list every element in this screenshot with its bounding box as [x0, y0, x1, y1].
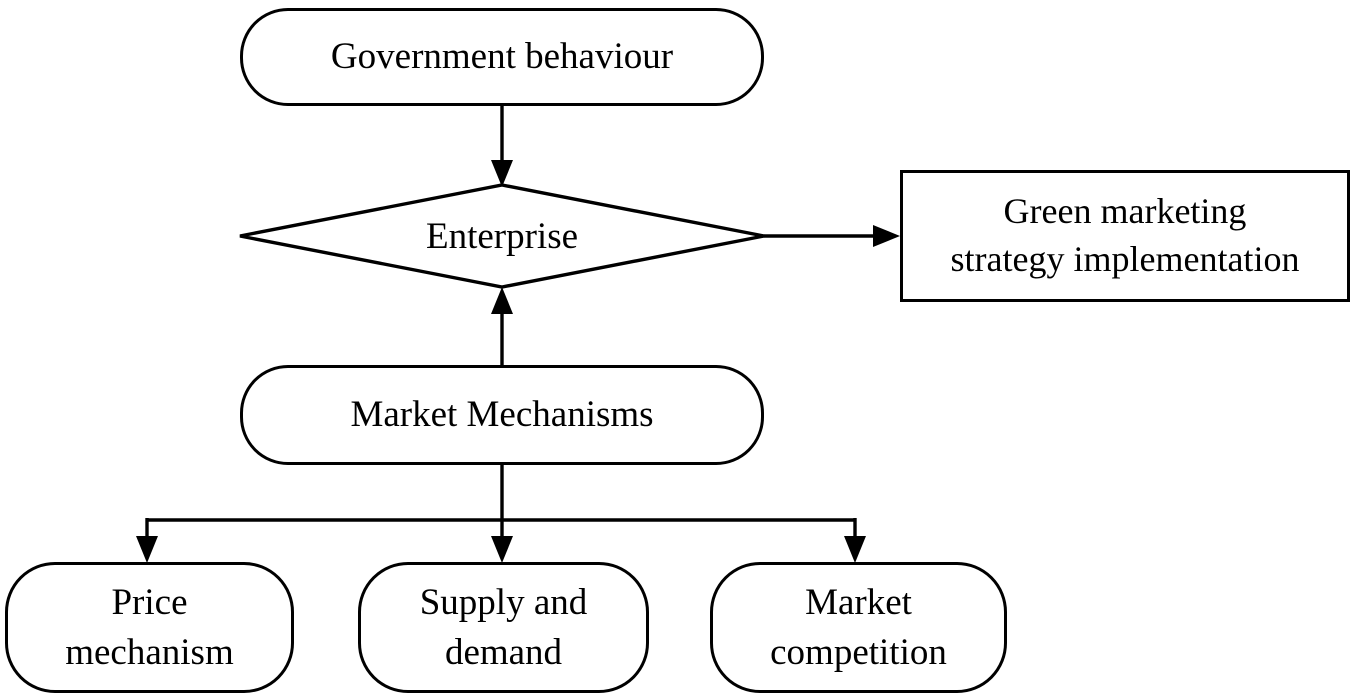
edge-enterprise-to-green-marketing: [764, 225, 900, 247]
node-market-mechanisms: Market Mechanisms: [240, 365, 764, 465]
node-enterprise-label: Enterprise: [425, 215, 579, 257]
node-price-mechanism: Price mechanism: [5, 562, 294, 693]
edge-market-mechanisms-to-enterprise: [491, 287, 513, 365]
node-supply-and-demand: Supply and demand: [358, 562, 649, 693]
node-price-mechanism-label: Price mechanism: [65, 582, 234, 673]
edge-market-mechanisms-branches: [136, 465, 866, 563]
node-green-marketing-strategy-label: Green marketing strategy implementation: [950, 191, 1300, 279]
enterprise-diamond-shape: [239, 183, 765, 289]
node-market-competition-label: Market competition: [770, 582, 947, 673]
node-government-behaviour-label: Government behaviour: [330, 36, 674, 78]
edge-government-to-enterprise: [491, 105, 513, 187]
node-market-competition: Market competition: [710, 562, 1007, 693]
node-supply-and-demand-label: Supply and demand: [419, 582, 588, 673]
node-market-mechanisms-label: Market Mechanisms: [350, 394, 654, 436]
node-enterprise: Enterprise: [382, 212, 622, 260]
node-government-behaviour: Government behaviour: [240, 8, 764, 106]
node-green-marketing-strategy: Green marketing strategy implementation: [900, 170, 1350, 302]
